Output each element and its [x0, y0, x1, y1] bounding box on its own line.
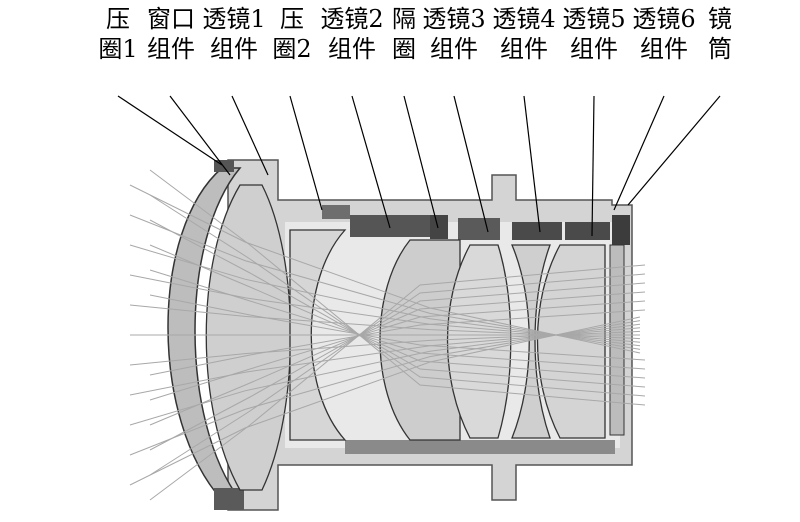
lens-3 — [379, 239, 461, 441]
label-lens-2-assembly: 透镜2 组件 — [320, 5, 384, 63]
label-window-assembly: 窗口 组件 — [147, 5, 195, 63]
lens-1 — [205, 184, 292, 491]
optical-ray — [129, 330, 641, 366]
lens-3-mount — [458, 218, 500, 240]
label-lens-3-assembly: 透镜3 组件 — [422, 5, 486, 63]
leader-window-assembly — [169, 95, 231, 176]
optical-ray — [129, 244, 641, 347]
optical-ray — [149, 219, 646, 388]
optical-ray — [129, 274, 641, 343]
spacer-ring-part — [430, 215, 448, 239]
label-lens-1-assembly: 透镜1 组件 — [202, 5, 266, 63]
label-lens-4-assembly: 透镜4 组件 — [492, 5, 556, 63]
lens-6-mount — [612, 215, 630, 245]
optical-ray — [149, 194, 646, 397]
optical-ray — [149, 282, 646, 451]
leader-lens-barrel — [627, 95, 721, 206]
leader-lens-5-assembly — [591, 95, 595, 237]
optical-ray — [149, 264, 646, 501]
optical-ray — [129, 320, 641, 456]
optical-ray — [149, 244, 646, 379]
leader-lens-1-assembly — [231, 95, 269, 176]
optical-ray — [149, 294, 646, 361]
lower-mount-band — [345, 440, 615, 454]
leader-press-ring-2 — [289, 95, 323, 211]
label-lens-barrel: 镜 筒 — [708, 5, 732, 63]
lens-4 — [511, 244, 551, 439]
leader-lines — [117, 95, 721, 237]
label-press-ring-2: 压 圈2 — [272, 5, 312, 63]
window-bottom-ring — [214, 488, 244, 510]
label-lens-5-assembly: 透镜5 组件 — [562, 5, 626, 63]
leader-press-ring-1 — [117, 95, 223, 166]
optical-ray — [149, 273, 646, 476]
lens-5 — [536, 244, 606, 439]
optical-rays — [129, 169, 646, 501]
lens-2-mount — [350, 215, 445, 237]
lens-5-mount — [565, 222, 610, 240]
optical-ray — [149, 169, 646, 406]
optical-ray — [149, 269, 646, 370]
leader-lens-3-assembly — [453, 95, 489, 233]
leader-lens-4-assembly — [523, 95, 541, 233]
optical-ray — [129, 327, 641, 396]
optical-ray — [129, 214, 641, 350]
label-spacer-ring: 隔 圈 — [392, 5, 416, 63]
optical-ray — [129, 323, 641, 426]
label-lens-6-assembly: 透镜6 组件 — [632, 5, 696, 63]
optical-ray — [129, 316, 641, 486]
leader-lens-6-assembly — [613, 95, 665, 211]
label-press-ring-1: 压 圈1 — [98, 5, 138, 63]
optical-ray — [149, 300, 646, 401]
press-ring-2-part — [322, 205, 350, 219]
optical-ray — [149, 309, 646, 376]
leader-lens-2-assembly — [351, 95, 391, 229]
lens-4-mount — [512, 222, 562, 240]
optical-ray — [149, 291, 646, 426]
leader-spacer-ring — [403, 95, 439, 229]
optical-ray — [129, 184, 641, 354]
optical-ray — [129, 304, 641, 340]
lens-2 — [289, 229, 347, 441]
